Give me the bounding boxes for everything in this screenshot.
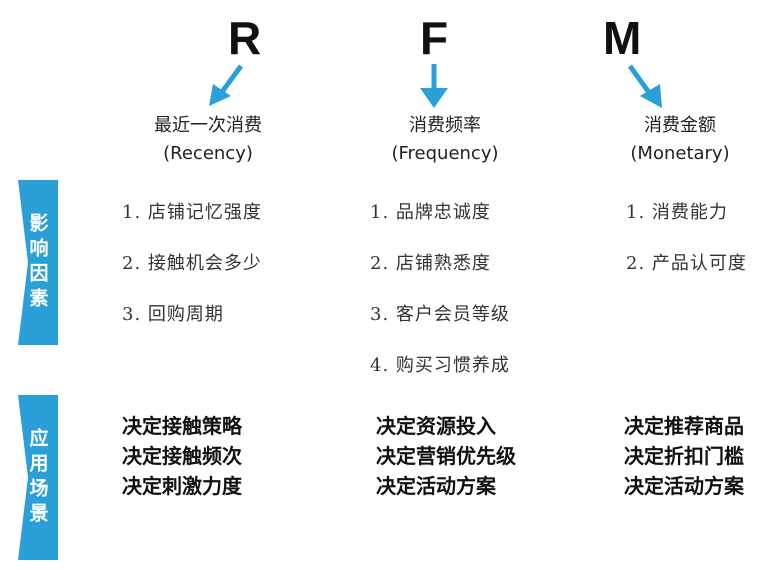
column-title-recency: 最近一次消费 (Recency) [118, 112, 298, 168]
factor-item: 1. 品牌忠诚度 [370, 202, 491, 223]
column-title-frequency: 消费频率 (Frequency) [355, 112, 535, 168]
application-item: 决定折扣门槛 [624, 444, 744, 468]
factor-item: 3. 回购周期 [122, 304, 224, 325]
application-item: 决定活动方案 [624, 474, 744, 498]
application-item: 决定接触频次 [122, 444, 242, 468]
application-item: 决定刺激力度 [122, 474, 242, 498]
tab-applications-label: 应用场景 [26, 427, 49, 528]
arrow-down-left-icon [209, 64, 244, 106]
arrow-down-icon [420, 64, 448, 108]
factor-item: 3. 客户会员等级 [370, 304, 510, 325]
column-subtitle: (Monetary) [630, 143, 730, 164]
application-item: 决定推荐商品 [624, 414, 744, 438]
tab-applications: 应用场景 [18, 395, 58, 560]
application-item: 决定活动方案 [376, 474, 496, 498]
letter-f: F [420, 12, 449, 64]
letter-m: M [603, 12, 642, 64]
column-subtitle: (Recency) [163, 143, 253, 164]
application-item: 决定接触策略 [122, 414, 242, 438]
application-item: 决定资源投入 [376, 414, 496, 438]
column-title-text: 最近一次消费 [154, 115, 262, 136]
column-title-monetary: 消费金额 (Monetary) [590, 112, 770, 168]
factor-item: 1. 消费能力 [626, 202, 728, 223]
factor-item: 2. 接触机会多少 [122, 253, 262, 274]
factor-item: 2. 产品认可度 [626, 253, 747, 274]
column-title-text: 消费频率 [409, 115, 481, 136]
arrow-down-right-icon [627, 64, 662, 108]
tab-factors: 影响因素 [18, 180, 58, 345]
factor-item: 2. 店铺熟悉度 [370, 253, 491, 274]
factor-item: 1. 店铺记忆强度 [122, 202, 262, 223]
column-subtitle: (Frequency) [391, 143, 499, 164]
letter-r: R [228, 12, 262, 64]
tab-factors-label: 影响因素 [26, 212, 49, 313]
column-title-text: 消费金额 [644, 115, 716, 136]
application-item: 决定营销优先级 [376, 444, 516, 468]
factor-item: 4. 购买习惯养成 [370, 355, 510, 376]
